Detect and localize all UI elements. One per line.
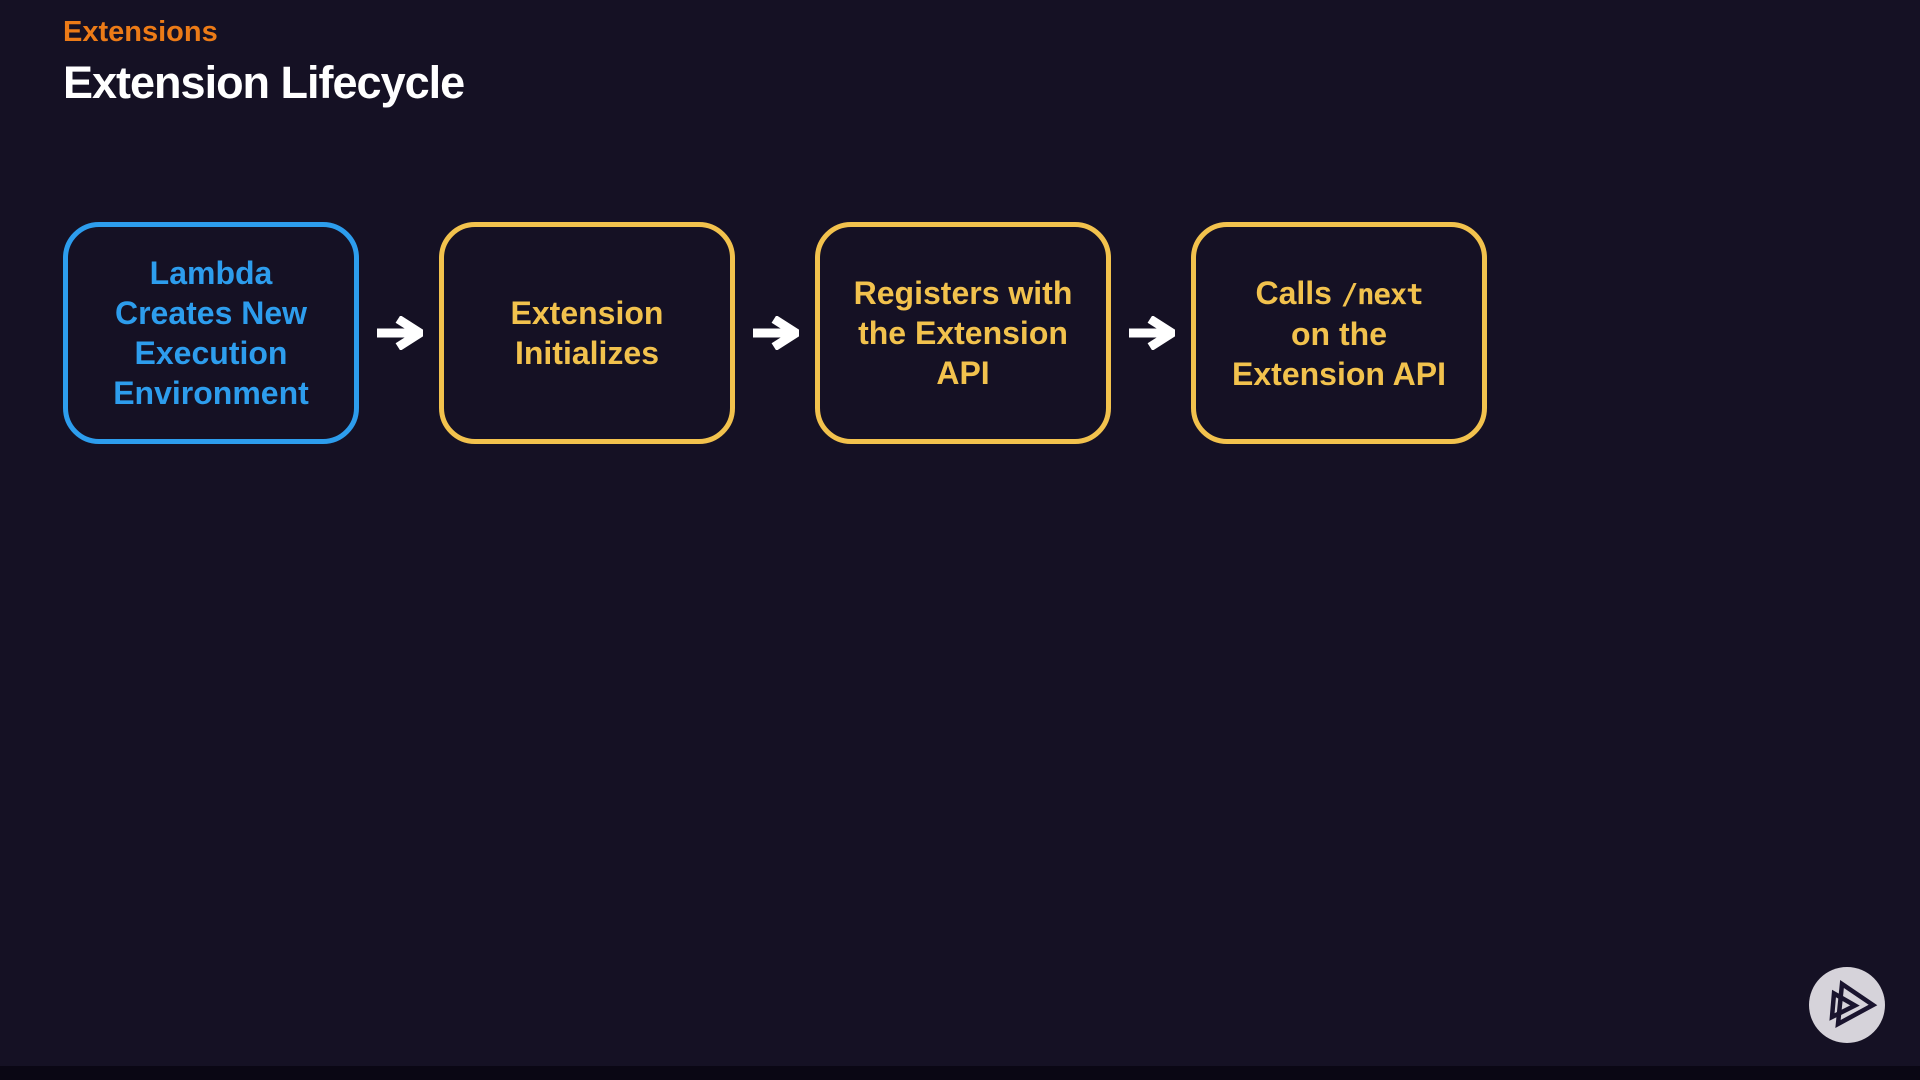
slide-header: Extensions Extension Lifecycle xyxy=(63,16,465,109)
step-label-line: Creates New xyxy=(114,295,308,331)
pluralsight-play-icon xyxy=(1809,967,1885,1043)
step-label-line: API xyxy=(936,355,990,391)
step-label-line: Extension xyxy=(510,295,664,331)
step-label-line: Execution xyxy=(134,335,288,371)
module-eyebrow-label: Extensions xyxy=(63,16,218,48)
step-label-line: Initializes xyxy=(514,335,660,371)
step-label-line: the Extension xyxy=(858,315,1068,351)
step-label-line: Registers with xyxy=(853,275,1073,311)
step-label-line: on the xyxy=(1291,315,1387,352)
flow-arrow-icon xyxy=(735,316,815,350)
bottom-letterbox-bar xyxy=(0,1066,1920,1080)
step-label-line: Environment xyxy=(113,375,309,411)
step-label-line: Extension API xyxy=(1232,355,1446,392)
flow-arrow-icon xyxy=(359,316,439,350)
step-label-line: Lambda xyxy=(149,255,273,291)
flow-arrow-icon xyxy=(1111,316,1191,350)
pluralsight-logo xyxy=(1809,967,1885,1043)
page-title: Extension Lifecycle xyxy=(63,57,465,108)
step-label-line: Calls /next xyxy=(1255,274,1423,311)
